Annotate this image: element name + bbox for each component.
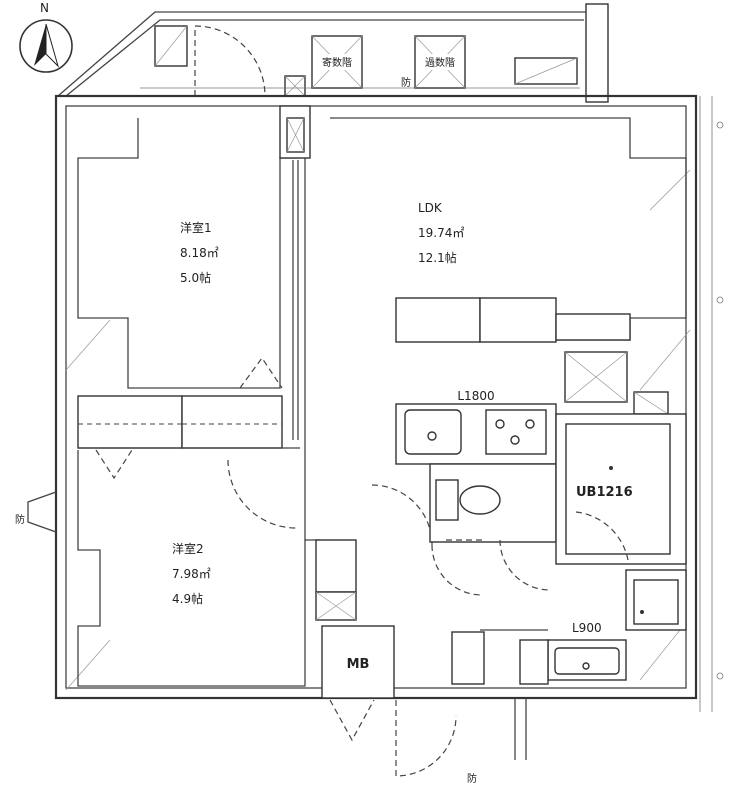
western2-name: 洋室2: [172, 541, 204, 556]
left-marker: 防: [15, 513, 25, 526]
washroom: L900: [547, 569, 687, 681]
entrance-area: MB: [315, 539, 549, 699]
compass-label: N: [40, 1, 49, 15]
stove-icon: [485, 409, 547, 455]
western2-tatami: 4.9帖: [172, 591, 203, 606]
front-door-swing: [395, 700, 457, 777]
left-window: [27, 491, 57, 533]
ldk-tatami: 12.1帖: [418, 250, 457, 265]
closet-strip: [77, 395, 300, 449]
stair-box-left: 寄数階: [311, 35, 363, 89]
ldk-name: LDK: [418, 201, 443, 215]
kitchen-label: L1800: [457, 389, 494, 403]
bottom-marker: 防: [467, 772, 477, 785]
stair-box-right: 過数階: [414, 35, 466, 89]
balcony: [57, 3, 609, 103]
western2-door-swing: [227, 459, 297, 529]
western2-area: 7.98㎡: [172, 567, 211, 581]
meter-box-label: MB: [347, 657, 370, 672]
stair-label-right: 過数階: [425, 56, 455, 69]
toilet-door-swing: [499, 539, 551, 591]
washbasin-label: L900: [572, 621, 602, 635]
closet-door-upper: [239, 356, 283, 389]
bath-label: UB1216: [576, 485, 633, 500]
western1-tatami: 5.0帖: [180, 270, 211, 285]
mb-door: [329, 699, 375, 742]
hall-door-swing: [371, 484, 433, 546]
balcony-vent-mark: 防: [401, 76, 411, 89]
western1-area: 8.18㎡: [180, 246, 219, 260]
kitchen-counter: L1800: [395, 297, 631, 465]
stair-label-left: 寄数階: [322, 56, 352, 69]
western1-name: 洋室1: [180, 220, 212, 235]
ldk-area: 19.74㎡: [418, 226, 464, 240]
balcony-door-swing: [194, 25, 266, 97]
north-compass-icon: N: [19, 1, 73, 73]
toilet: [429, 463, 557, 543]
unit-bath: UB1216: [555, 413, 687, 565]
entrance-door-swing: [431, 544, 483, 596]
closet-door-lower: [95, 449, 133, 480]
